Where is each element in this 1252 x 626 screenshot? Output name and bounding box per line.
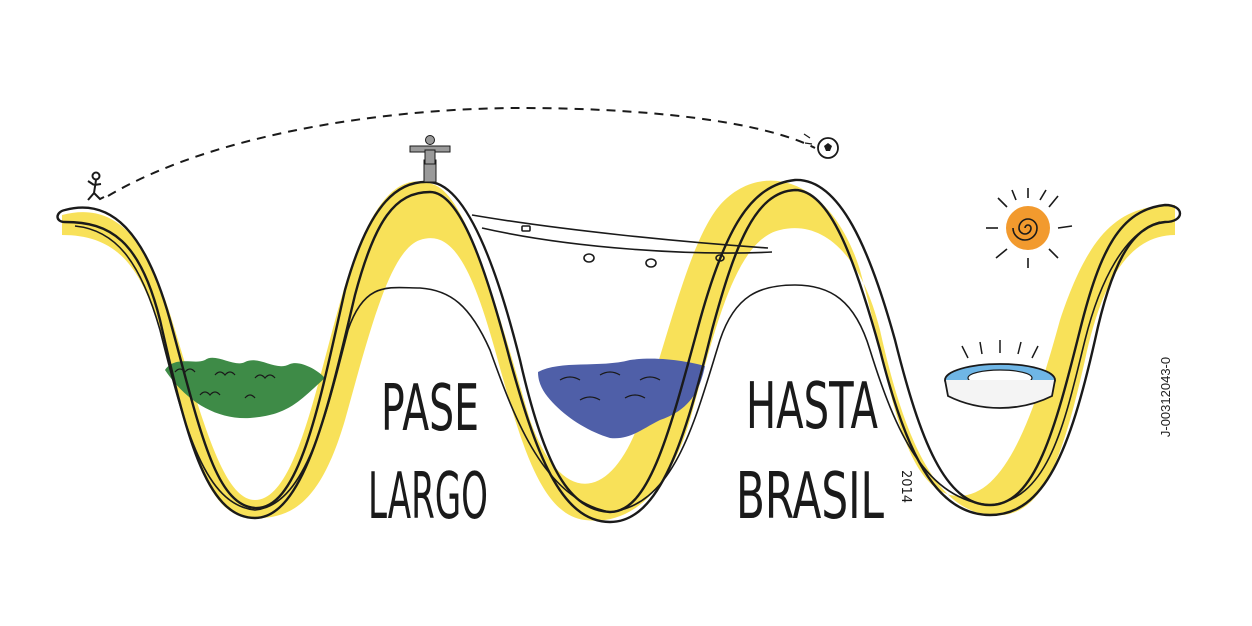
title-year: 2014 [898, 470, 913, 503]
christ-redeemer-icon [409, 135, 451, 183]
title-line-pase: PASE [381, 372, 479, 446]
wave-outline-inner [74, 221, 1161, 513]
soccer-ball-icon [803, 133, 839, 159]
wave-outline-top [56, 178, 1182, 524]
runner-icon [87, 171, 105, 201]
pass-trajectory [107, 106, 816, 197]
title: PASE LARGO HASTA BRASIL 2014 [368, 370, 913, 534]
title-line-hasta: HASTA [746, 370, 878, 444]
title-line-largo: LARGO [368, 460, 488, 534]
title-line-brasil: BRASIL [736, 460, 884, 534]
bay-water-icon [538, 358, 705, 439]
forest-icon [165, 357, 325, 419]
stadium-icon [944, 340, 1056, 409]
cable-car-icon [471, 214, 773, 268]
reference-code: J-00312043-0 [1158, 357, 1173, 437]
sun-icon [986, 188, 1073, 268]
